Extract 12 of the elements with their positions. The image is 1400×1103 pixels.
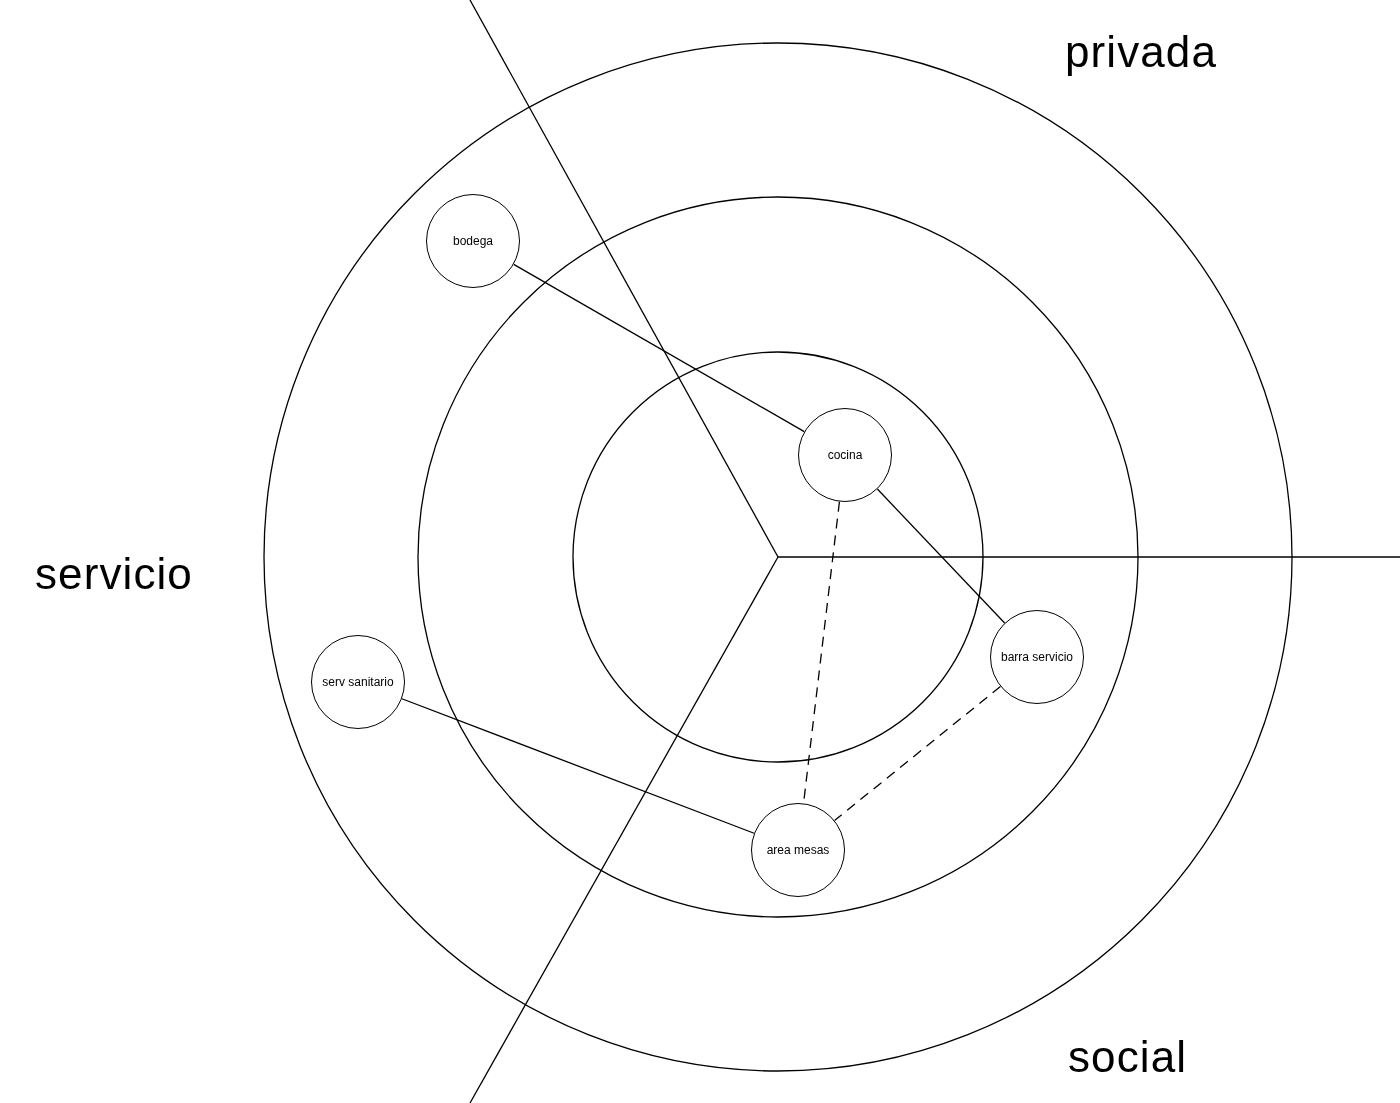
connector-line bbox=[513, 263, 805, 433]
space-label: barra servicio bbox=[1000, 649, 1074, 665]
space-label: cocina bbox=[826, 447, 864, 463]
space-label: bodega bbox=[451, 233, 494, 249]
zone-label: servicio bbox=[35, 552, 193, 596]
space-label: area mesas bbox=[765, 842, 831, 858]
zone-label: social bbox=[1068, 1035, 1188, 1079]
zone-label: privada bbox=[1065, 30, 1217, 74]
connector-line bbox=[401, 698, 755, 834]
space-label: serv sanitario bbox=[321, 674, 395, 690]
connector-line bbox=[876, 488, 1006, 624]
connector-line bbox=[833, 685, 1002, 822]
